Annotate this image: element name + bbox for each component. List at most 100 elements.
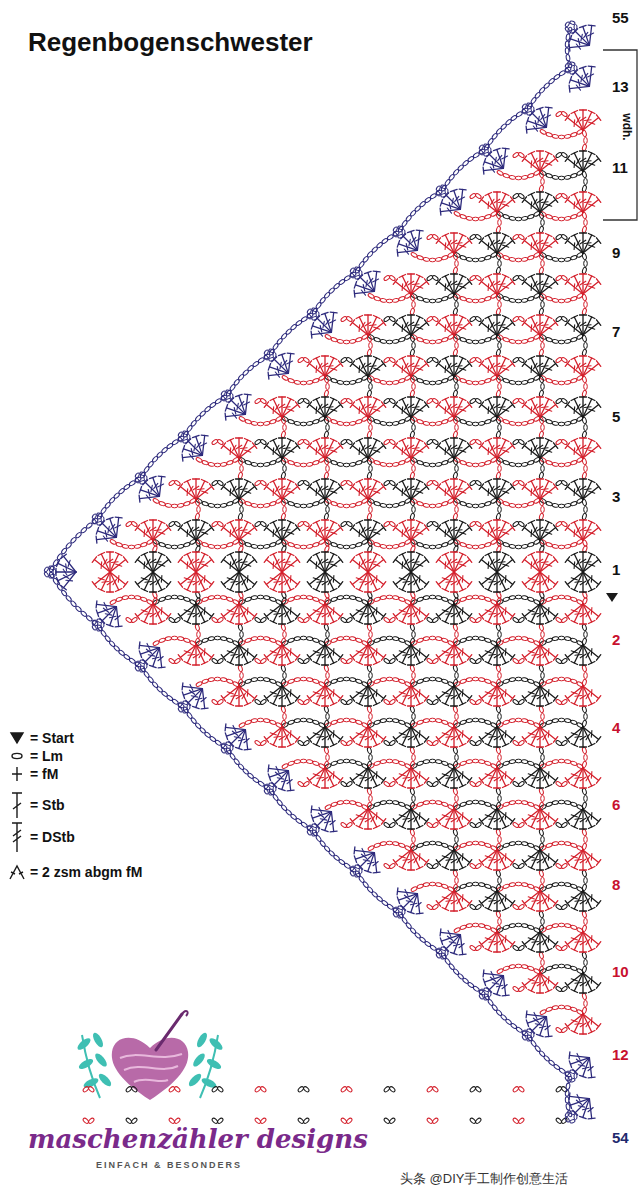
chain-oval <box>412 342 416 348</box>
chain-oval <box>269 678 276 684</box>
chain-oval <box>435 544 442 549</box>
chain-oval <box>410 252 417 258</box>
chain-oval <box>453 927 460 933</box>
chain-oval <box>423 421 430 426</box>
chain-oval <box>469 480 476 487</box>
chain-oval <box>484 678 491 684</box>
chain-oval <box>326 672 330 678</box>
chain-oval <box>582 376 587 383</box>
chain-oval <box>509 759 516 764</box>
chain-oval <box>582 185 587 192</box>
chain-oval <box>214 504 220 508</box>
chain-oval <box>496 472 501 479</box>
chain-oval <box>423 298 430 303</box>
chain-oval <box>469 439 476 446</box>
chain-oval <box>541 918 545 924</box>
chain-oval <box>423 800 430 805</box>
chain-oval <box>496 226 501 233</box>
chain-oval <box>555 986 562 993</box>
chain-oval <box>509 421 516 426</box>
chain-oval <box>165 544 172 549</box>
chain-oval <box>383 699 390 706</box>
chain-oval <box>460 678 467 684</box>
chain-oval <box>257 718 263 722</box>
chain-oval <box>509 380 516 385</box>
chain-oval <box>306 380 313 385</box>
chain-oval <box>297 781 304 788</box>
chain-oval <box>165 503 172 508</box>
chain-oval <box>410 513 415 520</box>
chain-oval <box>367 349 372 356</box>
leaf <box>93 1052 109 1069</box>
chain-oval <box>453 349 458 356</box>
chain-oval <box>566 54 571 61</box>
chain-oval <box>453 829 458 836</box>
chain-oval <box>539 952 544 959</box>
chain-oval <box>254 699 261 706</box>
chain-oval <box>552 298 559 303</box>
chain-oval <box>343 759 349 763</box>
chain-oval <box>546 678 553 684</box>
chain-oval <box>541 178 545 184</box>
chain-oval <box>326 424 330 430</box>
chain-oval <box>386 504 392 508</box>
chain-oval <box>355 337 362 343</box>
chain-oval <box>306 462 313 467</box>
chain-oval <box>383 439 390 446</box>
chain-oval <box>109 539 116 545</box>
chain-oval <box>570 924 577 930</box>
chain-oval <box>552 595 559 600</box>
chain-oval <box>564 216 571 221</box>
chain-oval <box>558 422 564 426</box>
chain-oval <box>412 506 416 512</box>
chain-oval <box>337 503 344 508</box>
chain-oval <box>398 596 405 602</box>
chain-oval <box>263 544 270 549</box>
chain-oval <box>527 965 534 971</box>
chain-oval <box>211 521 218 528</box>
chain-oval <box>512 234 519 241</box>
chain-oval <box>515 381 521 385</box>
chain-oval <box>386 463 392 467</box>
chain-oval <box>238 416 245 422</box>
chain-oval <box>478 339 485 344</box>
chain-oval <box>441 801 448 807</box>
chain-oval <box>570 801 577 807</box>
chain-oval <box>552 1005 559 1010</box>
chain-oval <box>410 829 415 836</box>
chain-oval <box>245 460 252 466</box>
chain-oval <box>472 381 478 385</box>
chain-oval <box>555 439 562 446</box>
chain-oval <box>331 801 338 807</box>
chain-oval <box>297 357 304 364</box>
chain-oval <box>584 178 588 184</box>
chain-oval <box>503 883 510 889</box>
chain-oval <box>412 836 416 842</box>
chain-oval <box>417 337 424 343</box>
chain-oval <box>466 882 473 887</box>
chain-oval <box>512 439 519 446</box>
chain-oval <box>423 882 430 887</box>
chain-oval <box>369 672 373 678</box>
chain-oval <box>312 678 319 684</box>
chain-oval <box>570 296 577 302</box>
chain-oval <box>211 617 218 624</box>
chain-oval <box>423 841 430 846</box>
chain-oval <box>539 747 544 754</box>
chain-oval <box>331 460 338 466</box>
chain-oval <box>288 542 295 548</box>
chain-oval <box>294 636 301 641</box>
chain-oval <box>177 503 184 508</box>
chain-oval <box>521 882 528 887</box>
chain-oval <box>527 419 534 425</box>
chain-oval <box>515 595 521 599</box>
chain-oval <box>564 421 571 426</box>
chain-oval <box>367 788 372 795</box>
chain-oval <box>432 1117 439 1124</box>
chain-oval <box>582 802 587 809</box>
chain-oval <box>582 624 587 631</box>
chain-oval <box>435 800 442 805</box>
chain-oval <box>558 381 564 385</box>
chain-oval <box>521 257 528 262</box>
